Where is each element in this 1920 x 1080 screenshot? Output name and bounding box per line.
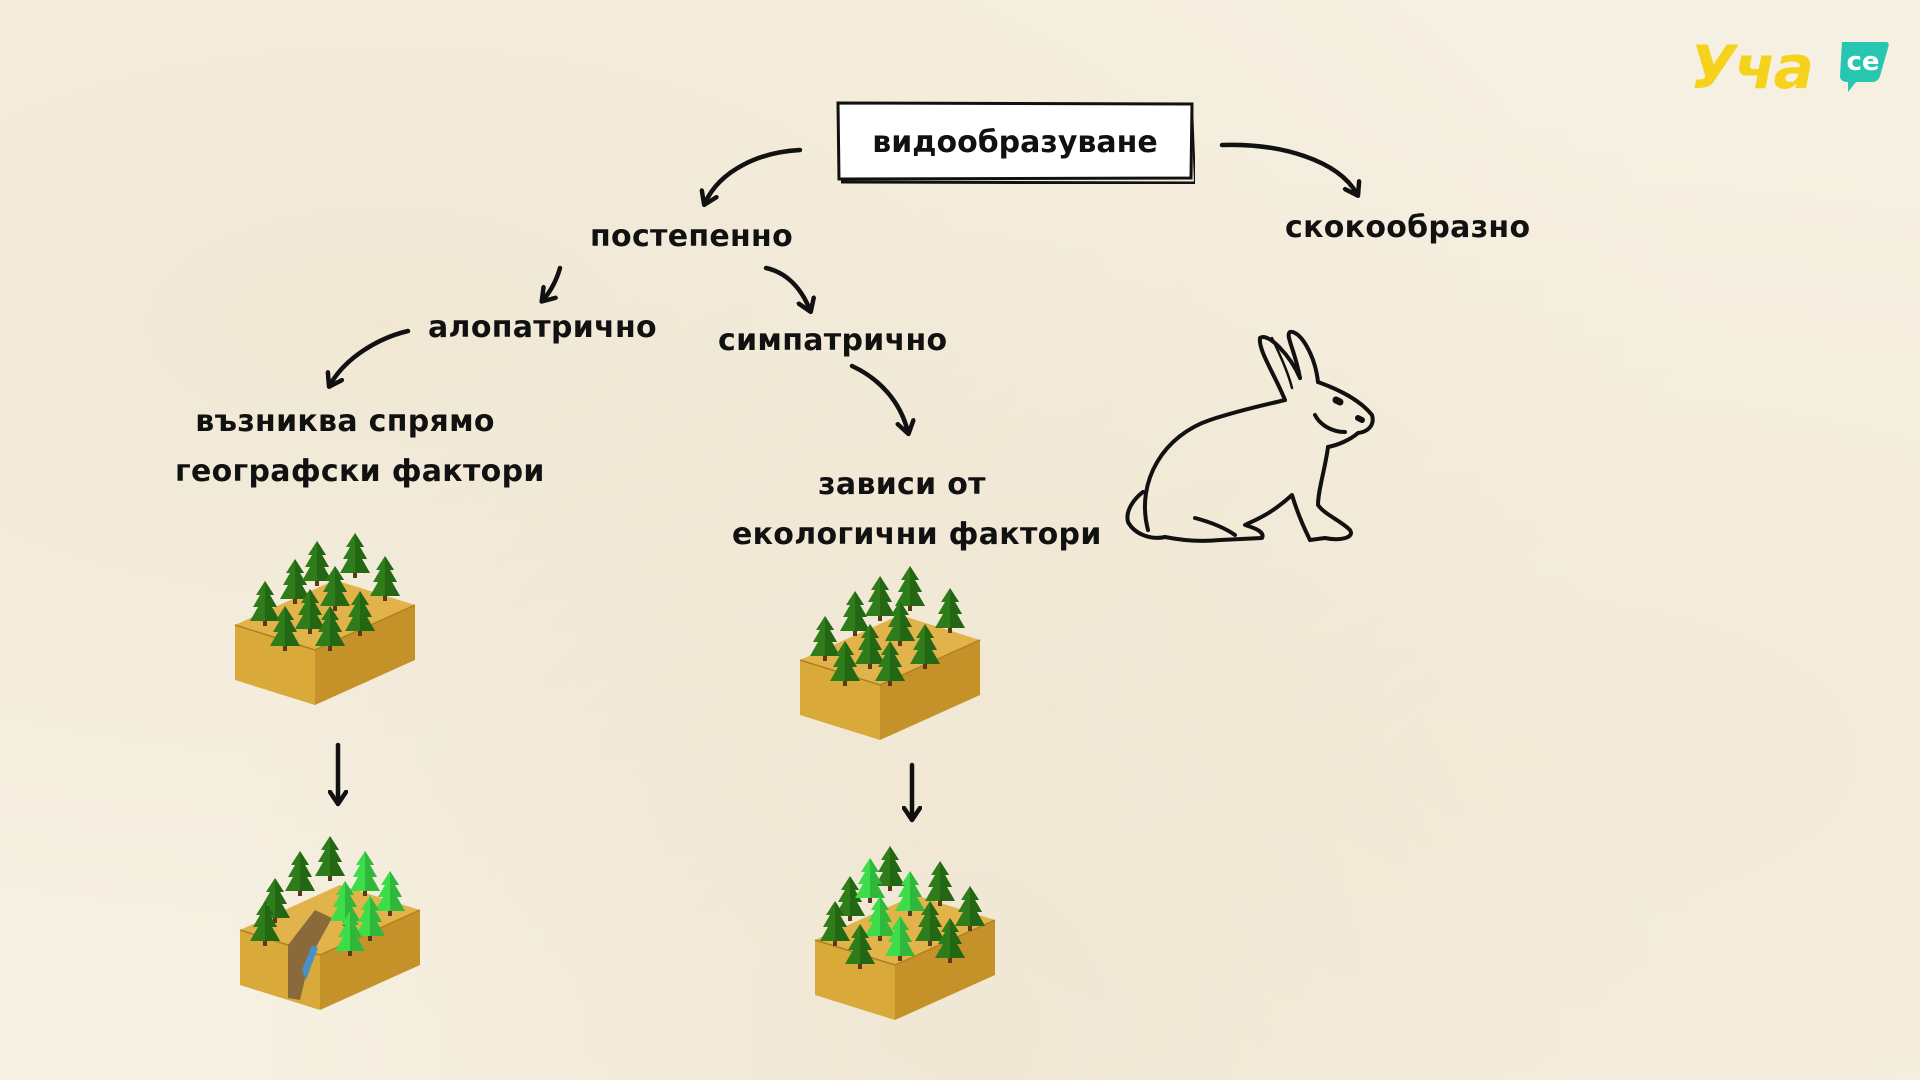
connector-arrows <box>330 142 1357 818</box>
page-title: видообразуване <box>872 124 1158 160</box>
allopatric-desc-line-2: географски фактори <box>175 454 545 489</box>
arrow-to-sympatric <box>763 265 810 310</box>
forest-block-icon <box>799 566 981 741</box>
title-frame <box>836 101 1195 184</box>
arrow-to-allopatric-desc <box>330 328 411 385</box>
node-saltational: скокообразно <box>1285 210 1531 245</box>
logo-badge-shape <box>1840 42 1889 92</box>
node-gradual: постепенно <box>590 219 793 254</box>
arrow-to-sympatric-desc <box>849 363 908 432</box>
arrow-to-gradual <box>705 147 803 203</box>
brand-logo: Уча се <box>1690 28 1890 108</box>
split-forest-block-icon <box>239 836 421 1011</box>
sympatric-desc-line-1: зависи от <box>818 467 986 502</box>
sympatric-desc-line-2: екологични фактори <box>732 517 1102 552</box>
allopatric-desc-line-1: възниква спрямо <box>195 404 495 439</box>
forest-block-icon <box>234 533 416 706</box>
mixed-forest-block-icon <box>814 846 996 1021</box>
rabbit-icon <box>1125 330 1375 543</box>
arrow-to-saltational <box>1219 142 1357 194</box>
title-box: видообразуване <box>835 100 1195 184</box>
arrow-to-allopatric <box>543 265 563 300</box>
node-allopatric: алопатрично <box>428 310 657 345</box>
node-sympatric: симпатрично <box>718 323 948 358</box>
logo-text: Уча <box>1690 33 1814 103</box>
logo-badge: се <box>1846 47 1880 77</box>
